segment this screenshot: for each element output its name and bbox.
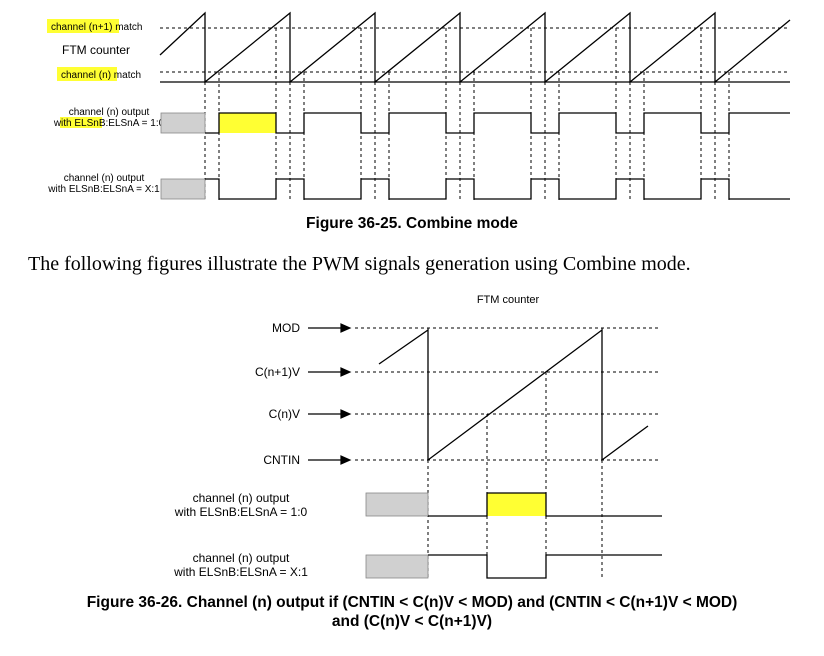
ftm-counter-sawtooth (159, 11, 791, 84)
out1-label-line1: channel (n) output (69, 107, 150, 118)
label-cn1v: C(n+1)V (255, 365, 300, 379)
out2-label-line1: channel (n) output (64, 173, 145, 184)
fig2-channel-n-output-1-0-waveform (428, 492, 662, 517)
out2-label-line2: with ELSnB:ELSnA = X:1 (47, 184, 160, 195)
channel-n-output-x-1-waveform (205, 178, 790, 200)
figure-36-26: FTM counter MOD C(n+1)V C(n)V CNTIN chan… (87, 294, 738, 630)
fig2-channel-n-output-x-1-waveform (428, 554, 662, 579)
out2-unknown-region (160, 178, 206, 200)
event-markers (204, 28, 730, 200)
figure-36-26-caption-line2: and (C(n)V < C(n+1)V) (332, 613, 492, 630)
channel-n-output-1-0-waveform (205, 112, 790, 134)
body-paragraph: The following figures illustrate the PWM… (28, 253, 691, 275)
fig2-out1-label-line2: with ELSnB:ELSnA = 1:0 (174, 505, 308, 519)
fig2-out1-label-line1: channel (n) output (193, 491, 290, 505)
label-channel-n-match: channel (n) match (61, 70, 141, 81)
fig2-title-ftm-counter: FTM counter (477, 294, 540, 306)
fig2-out1-highlight-pulse (487, 493, 546, 516)
fig2-out1-unknown-region (365, 492, 429, 517)
out1-label-line2: with ELSnB:ELSnA = 1:0 (53, 118, 165, 129)
label-channel-n1-match: channel (n+1) match (51, 22, 142, 33)
out1-unknown-region (160, 112, 206, 134)
fig2-ftm-counter-sawtooth (378, 328, 649, 462)
label-cntin: CNTIN (263, 453, 300, 467)
label-cnv: C(n)V (269, 407, 300, 421)
highlight-n-match (57, 67, 117, 81)
label-mod: MOD (272, 321, 300, 335)
out1-highlight-pulse (219, 113, 276, 133)
figure-36-25-caption: Figure 36-25. Combine mode (306, 215, 518, 232)
highlight-elsn-1 (60, 117, 102, 128)
fig2-out2-unknown-region (365, 554, 429, 579)
fig2-out2-label-line2: with ELSnB:ELSnA = X:1 (173, 565, 308, 579)
label-ftm-counter: FTM counter (62, 43, 130, 57)
fig2-out2-label-line1: channel (n) output (193, 551, 290, 565)
level-arrows (308, 323, 352, 465)
highlight-n1-match (47, 19, 119, 33)
figure-36-25: channel (n+1) match FTM counter channel … (47, 11, 791, 232)
figure-36-26-caption-line1: Figure 36-26. Channel (n) output if (CNT… (87, 594, 738, 611)
